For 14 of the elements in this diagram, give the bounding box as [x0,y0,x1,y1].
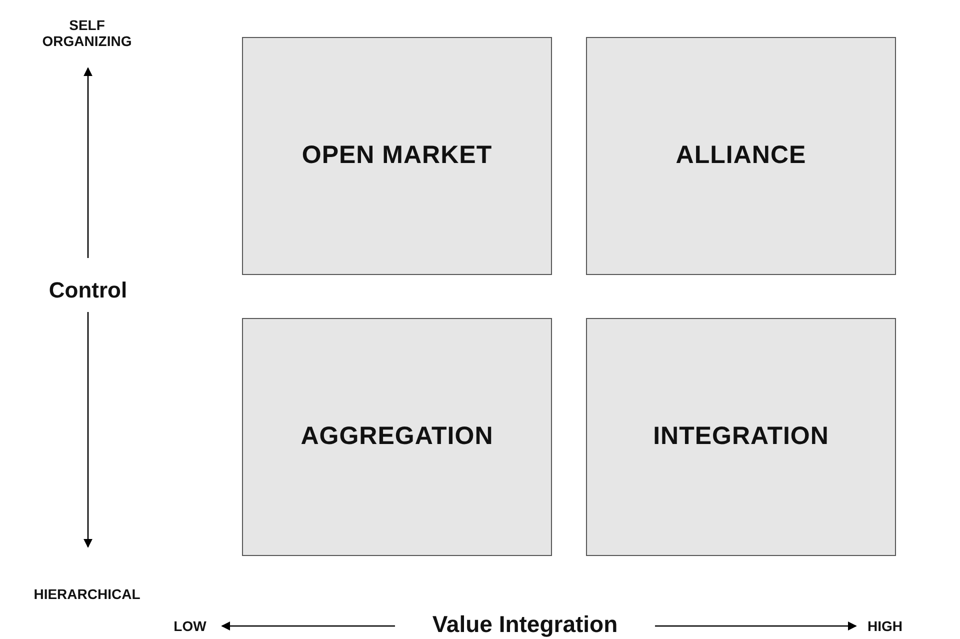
quadrant-box [242,318,552,556]
axis-end-label: LOW [174,618,206,634]
quadrant-label: OPEN MARKET [300,140,494,172]
axis-end-label: SELF ORGANIZING [41,16,133,50]
quadrant-label: AGGREGATION [300,421,494,452]
axis-end-label: HIGH [868,618,902,634]
quadrant-label: INTEGRATION [652,421,830,452]
quadrant-box [242,37,552,275]
axis-end-label: HIERARCHICAL [34,586,140,602]
quadrant-box [586,37,896,275]
axis-title: Control [48,277,128,303]
quadrant-box [586,318,896,556]
axis-title: Value Integration [432,610,618,638]
quadrant-label: ALLIANCE [674,140,808,172]
